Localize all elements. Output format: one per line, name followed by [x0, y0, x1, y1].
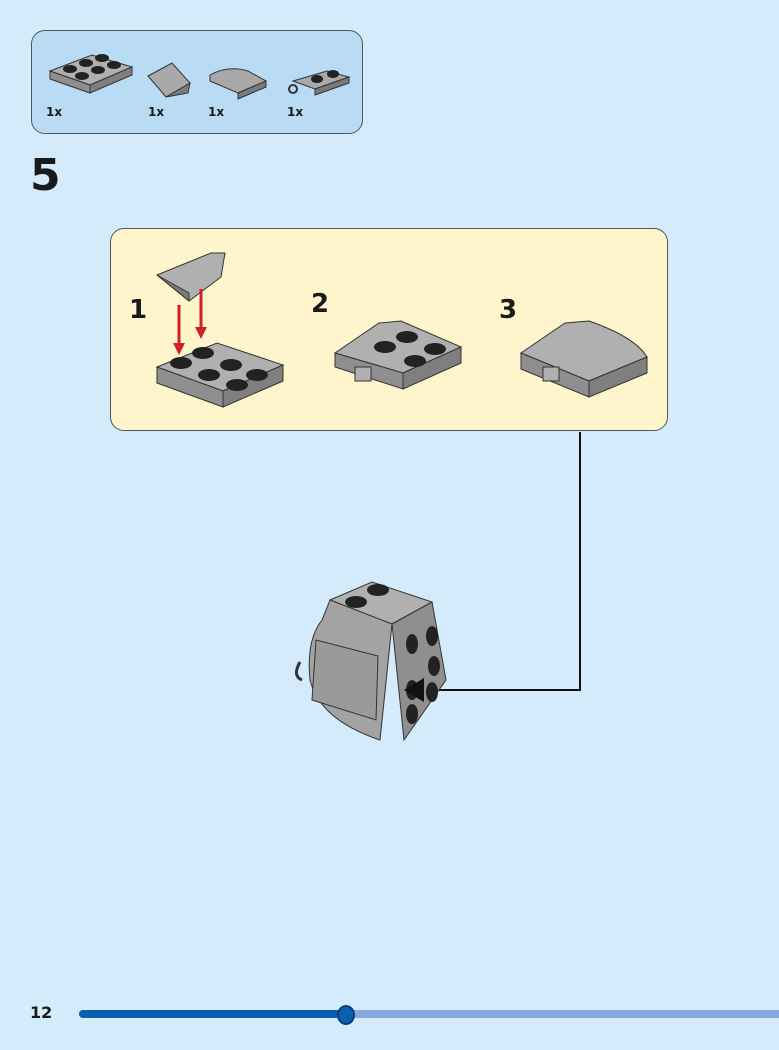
part-curved-slope: 1x [208, 31, 298, 131]
part-qty: 1x [208, 105, 225, 119]
substep-3-illustration [519, 320, 648, 398]
part-plate: 1x [46, 31, 136, 131]
page-number: 12 [30, 1003, 53, 1022]
part-clip-plate: 1x [287, 31, 377, 131]
substep-2-illustration [333, 320, 463, 390]
substep-label: 1 [129, 295, 148, 325]
substep-1-illustration [155, 252, 285, 408]
progress-bar[interactable] [79, 1005, 779, 1025]
part-qty: 1x [287, 105, 304, 119]
substeps-panel: 1 2 3 [110, 228, 668, 431]
curved-slope-icon [209, 68, 268, 100]
substep-label: 2 [311, 289, 330, 319]
part-slope: 1x [147, 31, 238, 131]
part-qty: 1x [46, 105, 63, 119]
parts-list: 1x 1x 1x 1x [31, 30, 363, 134]
part-qty: 1x [148, 105, 165, 119]
progress-handle[interactable] [337, 1005, 355, 1025]
arrow-icon [404, 678, 424, 702]
slope-brick-icon [147, 62, 191, 98]
step-number: 5 [30, 150, 61, 201]
progress-fill [79, 1010, 345, 1018]
substep-label: 3 [499, 295, 518, 325]
assembled-model [295, 581, 447, 742]
connector-line [420, 432, 581, 691]
clip-plate-icon [288, 70, 351, 96]
plate-brick-icon [48, 54, 134, 94]
